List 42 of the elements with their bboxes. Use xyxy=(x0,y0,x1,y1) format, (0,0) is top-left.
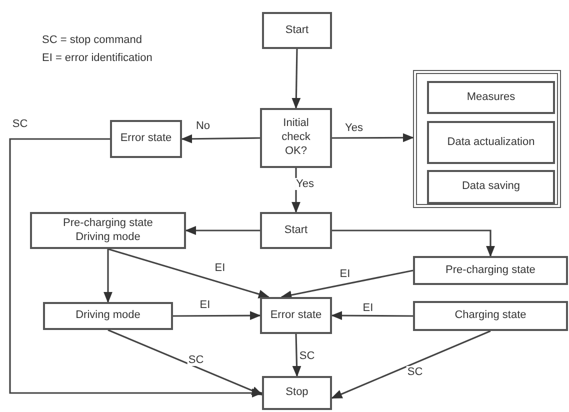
state-box: Pre-charging state xyxy=(413,256,568,285)
arrow xyxy=(184,226,260,235)
arrow xyxy=(108,248,270,298)
edge-label: Yes xyxy=(344,122,364,134)
edge-label: Yes xyxy=(295,178,315,190)
stop-box: Stop xyxy=(262,376,332,410)
state-box: Error state xyxy=(260,297,332,334)
arrow xyxy=(330,330,491,399)
arrow xyxy=(332,133,414,142)
arrow xyxy=(173,311,262,320)
state-box: Pre-charging state Driving mode xyxy=(30,212,186,249)
process-box: Data saving xyxy=(427,170,555,204)
arrow xyxy=(330,311,413,320)
edge-label: EI xyxy=(338,268,352,280)
edge-label: No xyxy=(194,120,212,132)
process-box: Data actualization xyxy=(427,121,555,164)
arrow xyxy=(104,249,112,304)
decision-box: Initial check OK? xyxy=(260,108,332,168)
state-box: Error state xyxy=(110,120,182,158)
state-box: Charging state xyxy=(413,301,568,331)
arrow xyxy=(292,168,300,214)
start-box: Start xyxy=(260,212,332,249)
edge-label: EI xyxy=(214,262,226,274)
group-box xyxy=(413,70,561,208)
arrow xyxy=(280,270,414,300)
arrow xyxy=(332,230,495,258)
arrow xyxy=(180,134,260,144)
edge-label: EI xyxy=(198,299,212,311)
state-box: Driving mode xyxy=(43,302,173,330)
arrow xyxy=(9,138,264,398)
edge-label: EI xyxy=(362,302,374,314)
arrow xyxy=(292,334,302,378)
edge-label: SC xyxy=(11,118,29,130)
process-box: Measures xyxy=(427,81,555,114)
legend-note: EI = error identification xyxy=(42,52,152,64)
edge-label: SC xyxy=(298,350,316,362)
arrow xyxy=(108,329,264,396)
start-box: Start xyxy=(262,12,332,49)
arrow xyxy=(292,48,301,110)
edge-label: SC xyxy=(187,354,205,366)
edge-label: SC xyxy=(406,366,424,378)
legend-note: SC = stop command xyxy=(42,34,142,46)
